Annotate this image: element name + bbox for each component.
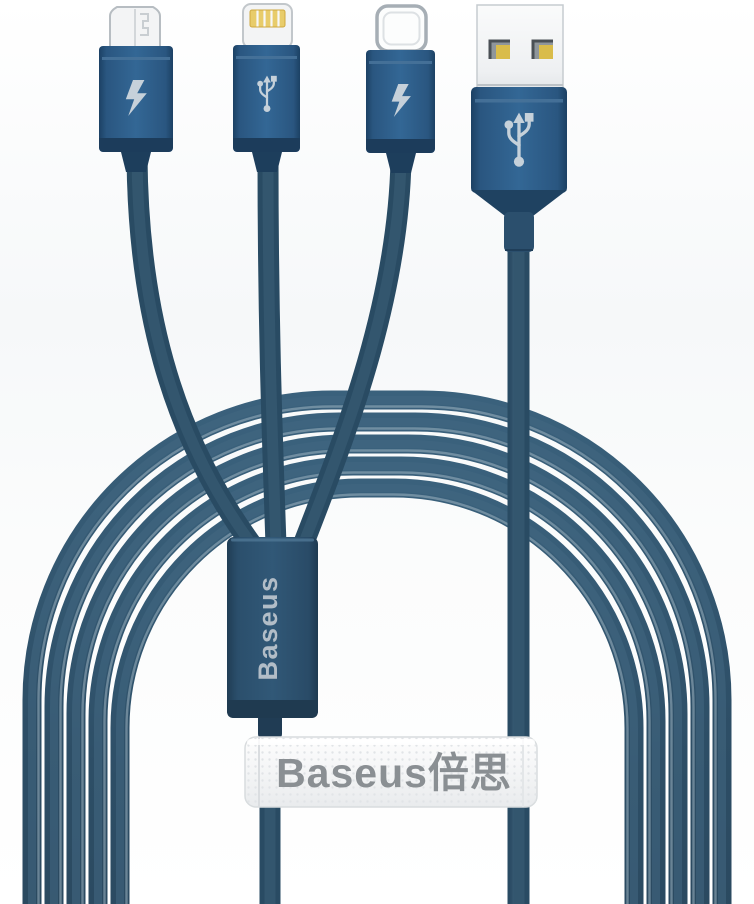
usb-a-taper <box>471 190 567 216</box>
strap-brand-label: Baseus倍思 <box>276 750 512 796</box>
usb-c-strain-relief <box>386 153 416 173</box>
usb-a-contact-window <box>531 39 553 59</box>
usb-a-strain-relief <box>504 212 534 252</box>
lightning-cable <box>257 145 287 556</box>
micro-usb-connector <box>99 6 173 172</box>
usb-c-cable <box>292 149 412 556</box>
cable-coil <box>22 390 732 904</box>
hub-top-highlight <box>231 538 314 542</box>
hub-body <box>227 537 318 718</box>
micro-usb-strain-relief <box>121 152 151 172</box>
hub-neck <box>258 712 282 740</box>
usb-a-contact-window <box>488 39 510 59</box>
usb-a-connector <box>471 4 567 252</box>
hub-bottom-bevel <box>227 700 318 718</box>
lightning-connector <box>233 3 300 172</box>
lightning-strain-relief <box>252 152 282 172</box>
lightning-contacts <box>249 9 286 28</box>
micro-usb-cable <box>126 145 263 556</box>
splitter-hub: Baseus <box>227 537 318 740</box>
usb-c-connector <box>366 4 435 173</box>
velcro-strap: Baseus倍思 <box>244 736 538 808</box>
hub-brand-label: Baseus <box>253 575 283 680</box>
